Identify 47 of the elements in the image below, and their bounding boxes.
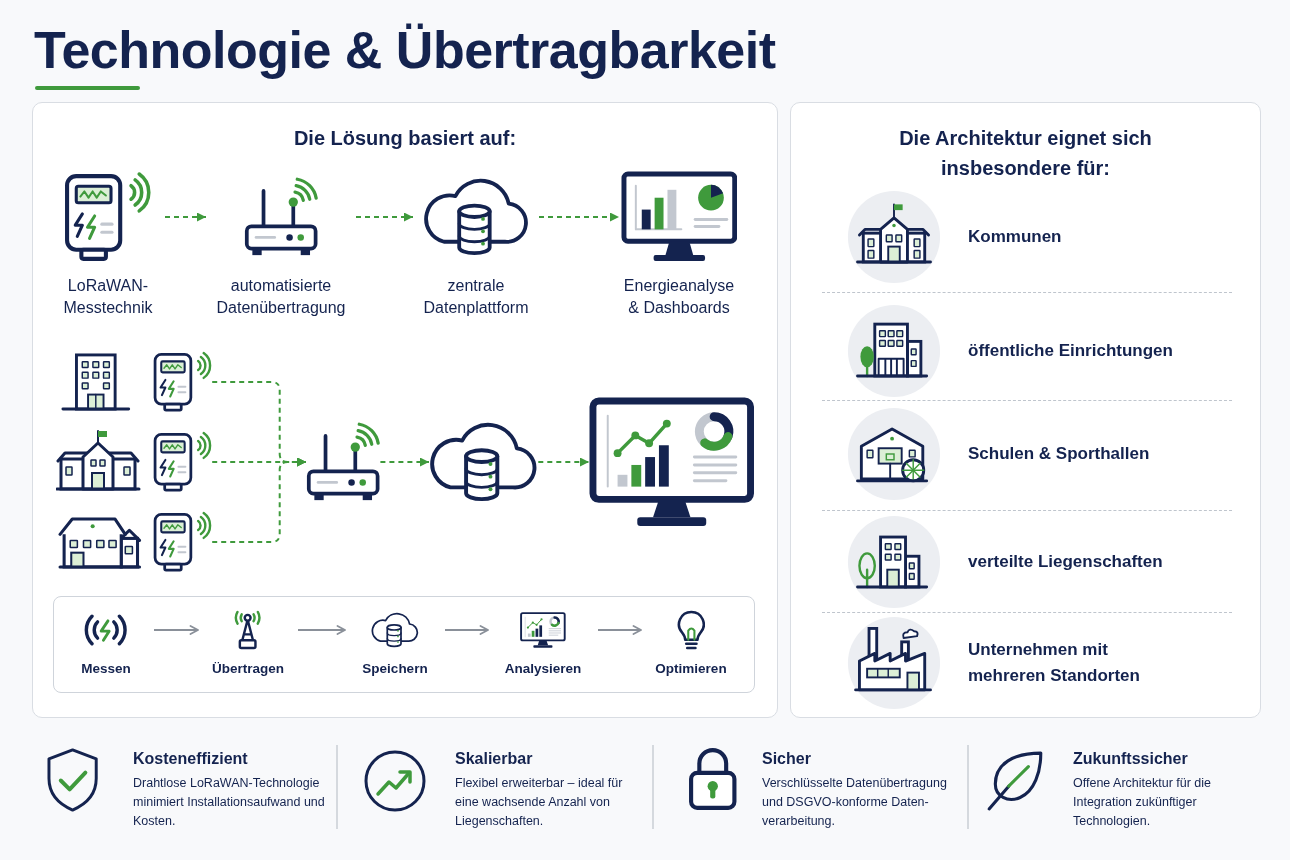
arrow <box>538 212 620 222</box>
arrow <box>444 625 489 635</box>
category-label: Schulen & Sporthallen <box>968 443 1150 465</box>
panel <box>32 102 778 718</box>
panel-heading: Die Architektur eignet sich insbesondere für: <box>898 126 1153 181</box>
feature-title: Zukunftssicher <box>1073 749 1188 769</box>
arrow <box>153 625 199 635</box>
category-label: Unternehmen mit mehreren Standorten <box>968 639 1141 687</box>
feature-title: Sicher <box>762 749 811 769</box>
arrow <box>355 212 414 222</box>
feature-title: Kosteneffizient <box>133 749 248 769</box>
panel-heading: Die Lösung basiert auf: <box>293 126 517 151</box>
step-label: LoRaWAN- Messtechnik <box>62 276 154 318</box>
arrow <box>537 457 590 467</box>
monitor-icon <box>589 397 755 527</box>
category-label: verteilte Liegenschaften <box>968 551 1163 573</box>
arrow <box>379 457 430 467</box>
arrow <box>211 457 307 543</box>
category-label: öffentliche Einrichtungen <box>968 340 1173 362</box>
step-label: Energieanalyse & Dashboards <box>622 276 736 318</box>
cloud-database-icon <box>429 421 539 503</box>
step-label: Speichern <box>362 660 428 678</box>
step-label: Übertragen <box>212 660 284 678</box>
process-strip <box>53 596 755 693</box>
feature-text: Flexibel erweiterbar – ideal für eine wachsende Anzahl von Liegenschaften. <box>455 775 624 830</box>
arrow <box>597 625 642 635</box>
page-title: Technologie & Übertragbarkeit <box>34 20 776 80</box>
step-label: Optimieren <box>655 660 727 678</box>
step-label: Messen <box>81 660 131 678</box>
arrow <box>164 212 207 222</box>
meter-icon <box>153 511 213 573</box>
panel <box>790 102 1261 718</box>
step-label: Analysieren <box>504 660 582 678</box>
house-icon <box>58 517 142 569</box>
feature-text: Drahtlose LoRaWAN-Technologie minimiert Installationsaufwand und Kosten. <box>133 775 326 830</box>
feature-title: Skalierbar <box>455 749 533 769</box>
meter-icon <box>153 431 213 493</box>
school-building-icon <box>56 429 141 491</box>
meter-icon <box>153 351 213 413</box>
feature-text: Offene Architektur für die Integration zukünftiger Technologien. <box>1073 775 1213 830</box>
router-icon <box>306 422 381 502</box>
office-building-icon <box>61 353 131 411</box>
arrow <box>297 625 346 635</box>
step-label: automatisierte Datenübertragung <box>215 276 347 318</box>
category-label: Kommunen <box>968 226 1062 248</box>
step-label: zentrale Datenplattform <box>422 276 530 318</box>
feature-text: Verschlüsselte Datenübertragung und DSGVO-konforme Daten- verarbeitung. <box>762 775 948 830</box>
